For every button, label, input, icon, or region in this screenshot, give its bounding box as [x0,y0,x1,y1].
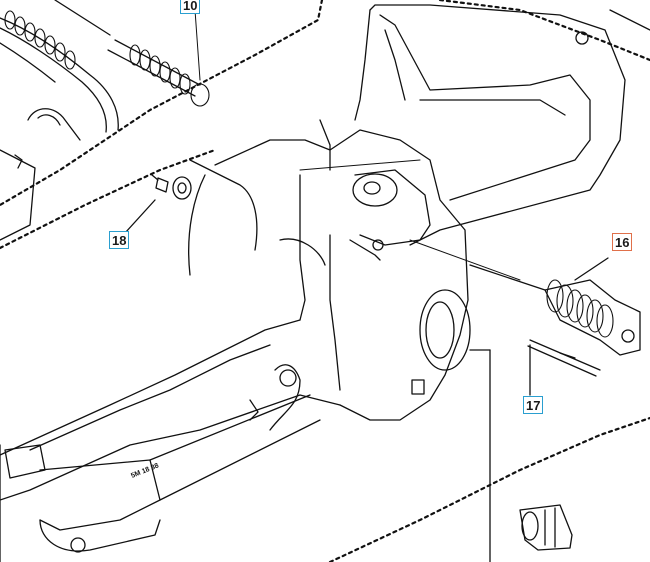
leader-lines [194,9,521,281]
part-17-pin [527,339,601,396]
handle-housing [354,4,650,246]
part-18-plug [124,174,192,234]
bottom-plug [469,349,573,562]
bracket-fragment [0,108,81,241]
tank-body [188,119,471,431]
callout-17[interactable]: 17 [523,396,544,414]
callout-10[interactable]: 10 [180,0,201,14]
callout-18[interactable]: 18 [109,231,130,249]
throttle-cable-spring [0,0,210,133]
embossed-part-code: 5M 18 38 [130,462,160,479]
part-16-fuel-filter [469,257,641,356]
base-plate [0,159,341,562]
callout-16[interactable]: 16 [612,233,633,251]
